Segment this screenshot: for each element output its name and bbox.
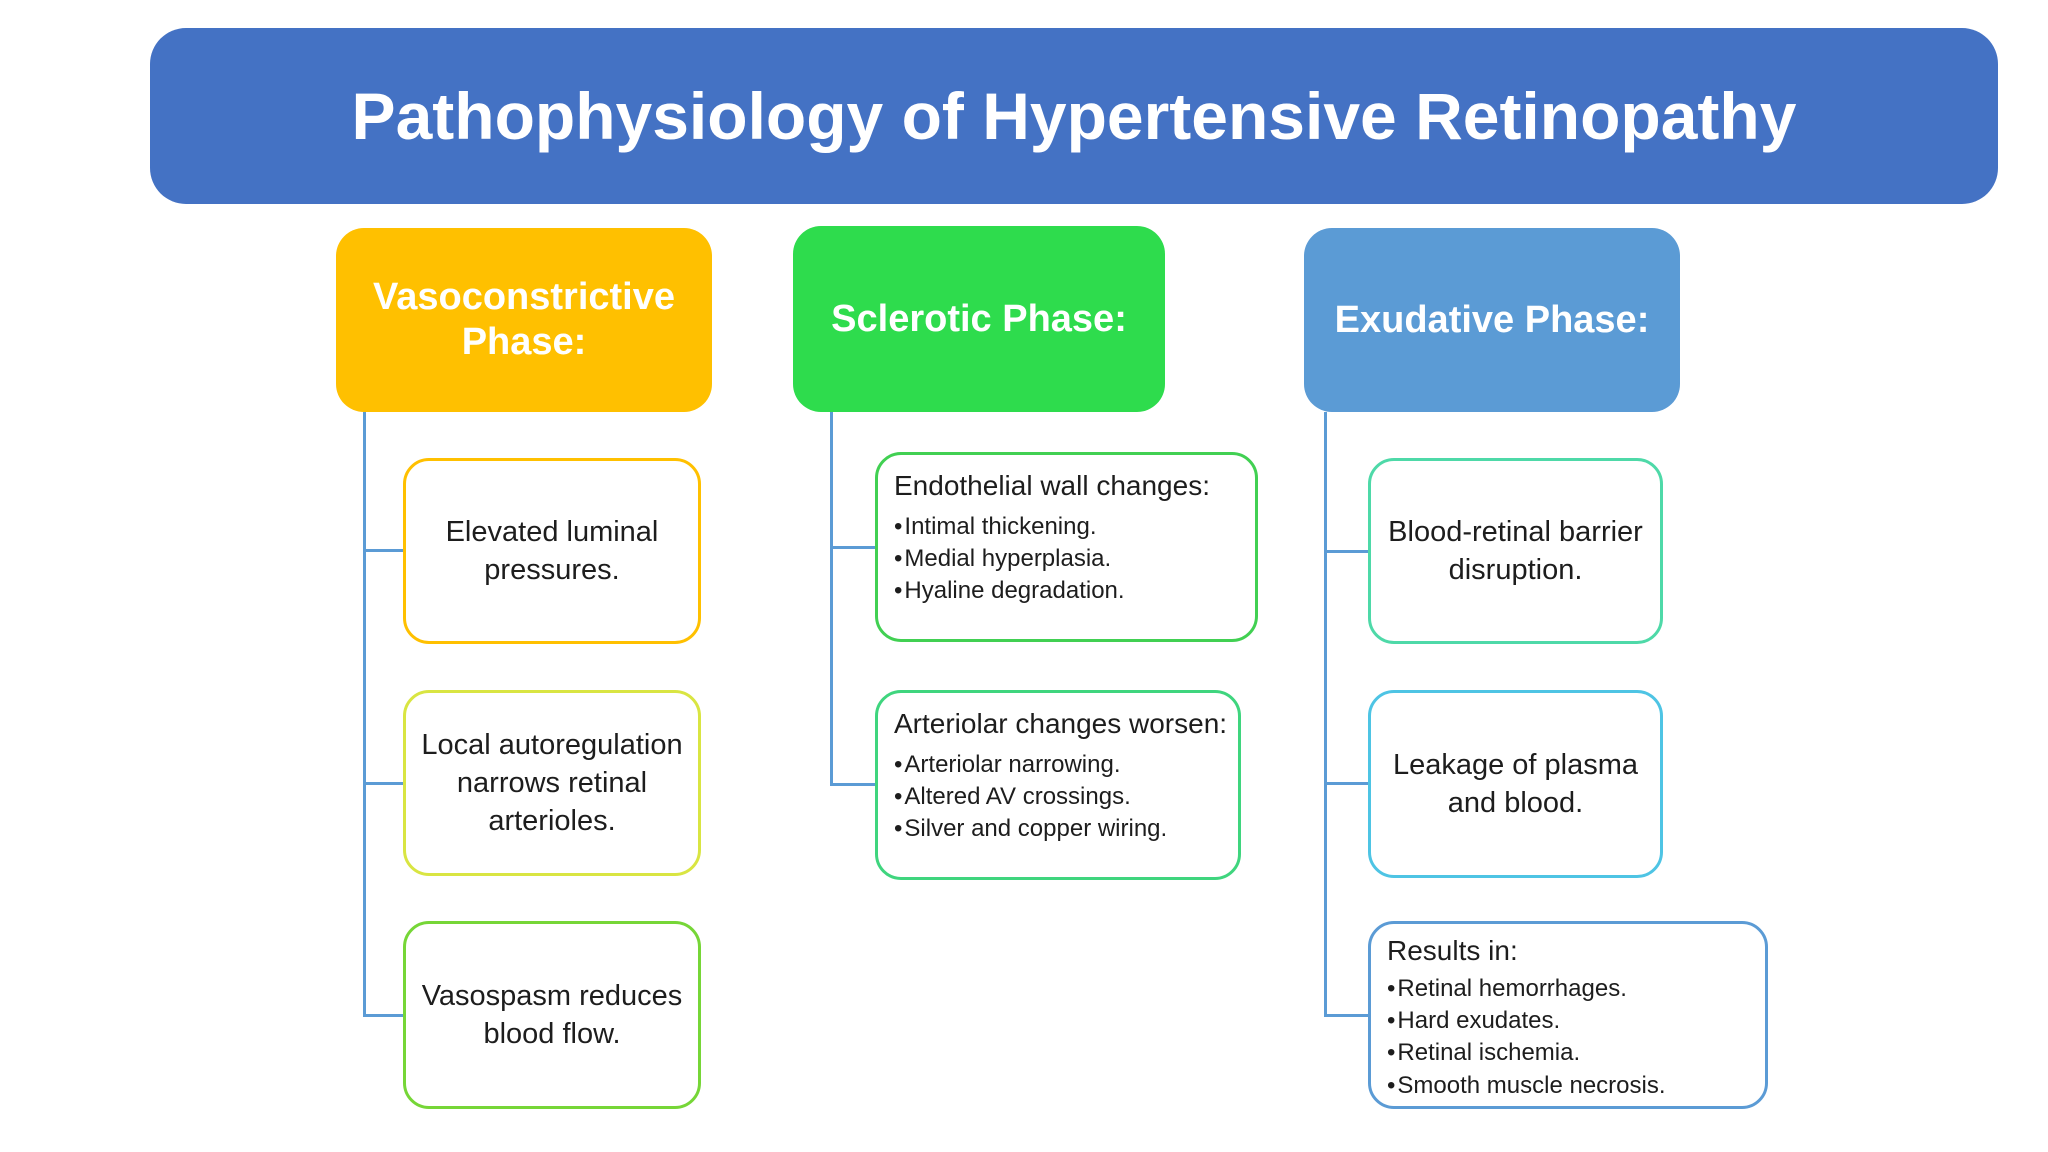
bullet-silver-copper-wiring: Silver and copper wiring. — [894, 813, 1228, 845]
bullet-medial-hyperplasia: Medial hyperplasia. — [894, 543, 1245, 575]
box-arteriolar-heading: Arteriolar changes worsen: — [894, 708, 1228, 739]
connector-col2-elbow-2 — [830, 783, 875, 786]
box-leakage-plasma-blood: Leakage of plasma and blood. — [1368, 690, 1663, 878]
header-sclerotic-phase: Sclerotic Phase: — [793, 226, 1165, 412]
box-results-heading: Results in: — [1387, 935, 1518, 966]
header-vasoconstrictive-phase: Vasoconstrictive Phase: — [336, 228, 712, 412]
bullet-hard-exudates: Hard exudates. — [1387, 1005, 1755, 1037]
header-vasoconstrictive-label: Vasoconstrictive Phase: — [372, 276, 676, 363]
connector-col1-elbow-3 — [363, 1014, 403, 1017]
connector-col3-elbow-1 — [1324, 550, 1368, 553]
bullet-retinal-ischemia: Retinal ischemia. — [1387, 1037, 1755, 1069]
header-sclerotic-label: Sclerotic Phase: — [831, 297, 1127, 340]
connector-col1-vertical — [363, 412, 366, 1017]
box-local-autoregulation-text: Local autoregulation narrows retinal art… — [421, 728, 683, 838]
header-exudative-phase: Exudative Phase: — [1304, 228, 1680, 412]
box-results-in: Results in: Retinal hemorrhages. Hard ex… — [1368, 921, 1768, 1109]
connector-col1-elbow-1 — [363, 549, 403, 552]
bullet-altered-av-crossings: Altered AV crossings. — [894, 781, 1228, 813]
box-elevated-luminal-pressures-text: Elevated luminal pressures. — [445, 515, 659, 586]
connector-col2-vertical — [830, 412, 833, 785]
box-leakage-text: Leakage of plasma and blood. — [1392, 748, 1639, 819]
header-exudative-label: Exudative Phase: — [1334, 298, 1650, 341]
box-endothelial-wall-changes: Endothelial wall changes: Intimal thicke… — [875, 452, 1258, 642]
connector-col3-vertical — [1324, 412, 1327, 1017]
bullet-retinal-hemorrhages: Retinal hemorrhages. — [1387, 973, 1755, 1005]
box-elevated-luminal-pressures: Elevated luminal pressures. — [403, 458, 701, 644]
box-blood-retinal-text: Blood-retinal barrier disruption. — [1388, 515, 1643, 586]
box-arteriolar-changes-worsen: Arteriolar changes worsen: Arteriolar na… — [875, 690, 1241, 880]
connector-col3-elbow-3 — [1324, 1014, 1368, 1017]
bullet-smooth-muscle-necrosis: Smooth muscle necrosis. — [1387, 1070, 1755, 1102]
bullet-arteriolar-narrowing: Arteriolar narrowing. — [894, 749, 1228, 781]
bullet-intimal-thickening: Intimal thickening. — [894, 511, 1245, 543]
box-blood-retinal-barrier-disruption: Blood-retinal barrier disruption. — [1368, 458, 1663, 644]
title-banner: Pathophysiology of Hypertensive Retinopa… — [150, 28, 1998, 204]
box-vasospasm-text: Vasospasm reduces blood flow. — [421, 979, 683, 1050]
box-endothelial-heading: Endothelial wall changes: — [894, 470, 1210, 501]
bullet-hyaline-degradation: Hyaline degradation. — [894, 575, 1245, 607]
connector-col1-elbow-2 — [363, 782, 403, 785]
box-local-autoregulation: Local autoregulation narrows retinal art… — [403, 690, 701, 876]
page-title: Pathophysiology of Hypertensive Retinopa… — [351, 79, 1797, 153]
connector-col2-elbow-1 — [830, 546, 875, 549]
connector-col3-elbow-2 — [1324, 782, 1368, 785]
box-vasospasm-reduces-blood-flow: Vasospasm reduces blood flow. — [403, 921, 701, 1109]
